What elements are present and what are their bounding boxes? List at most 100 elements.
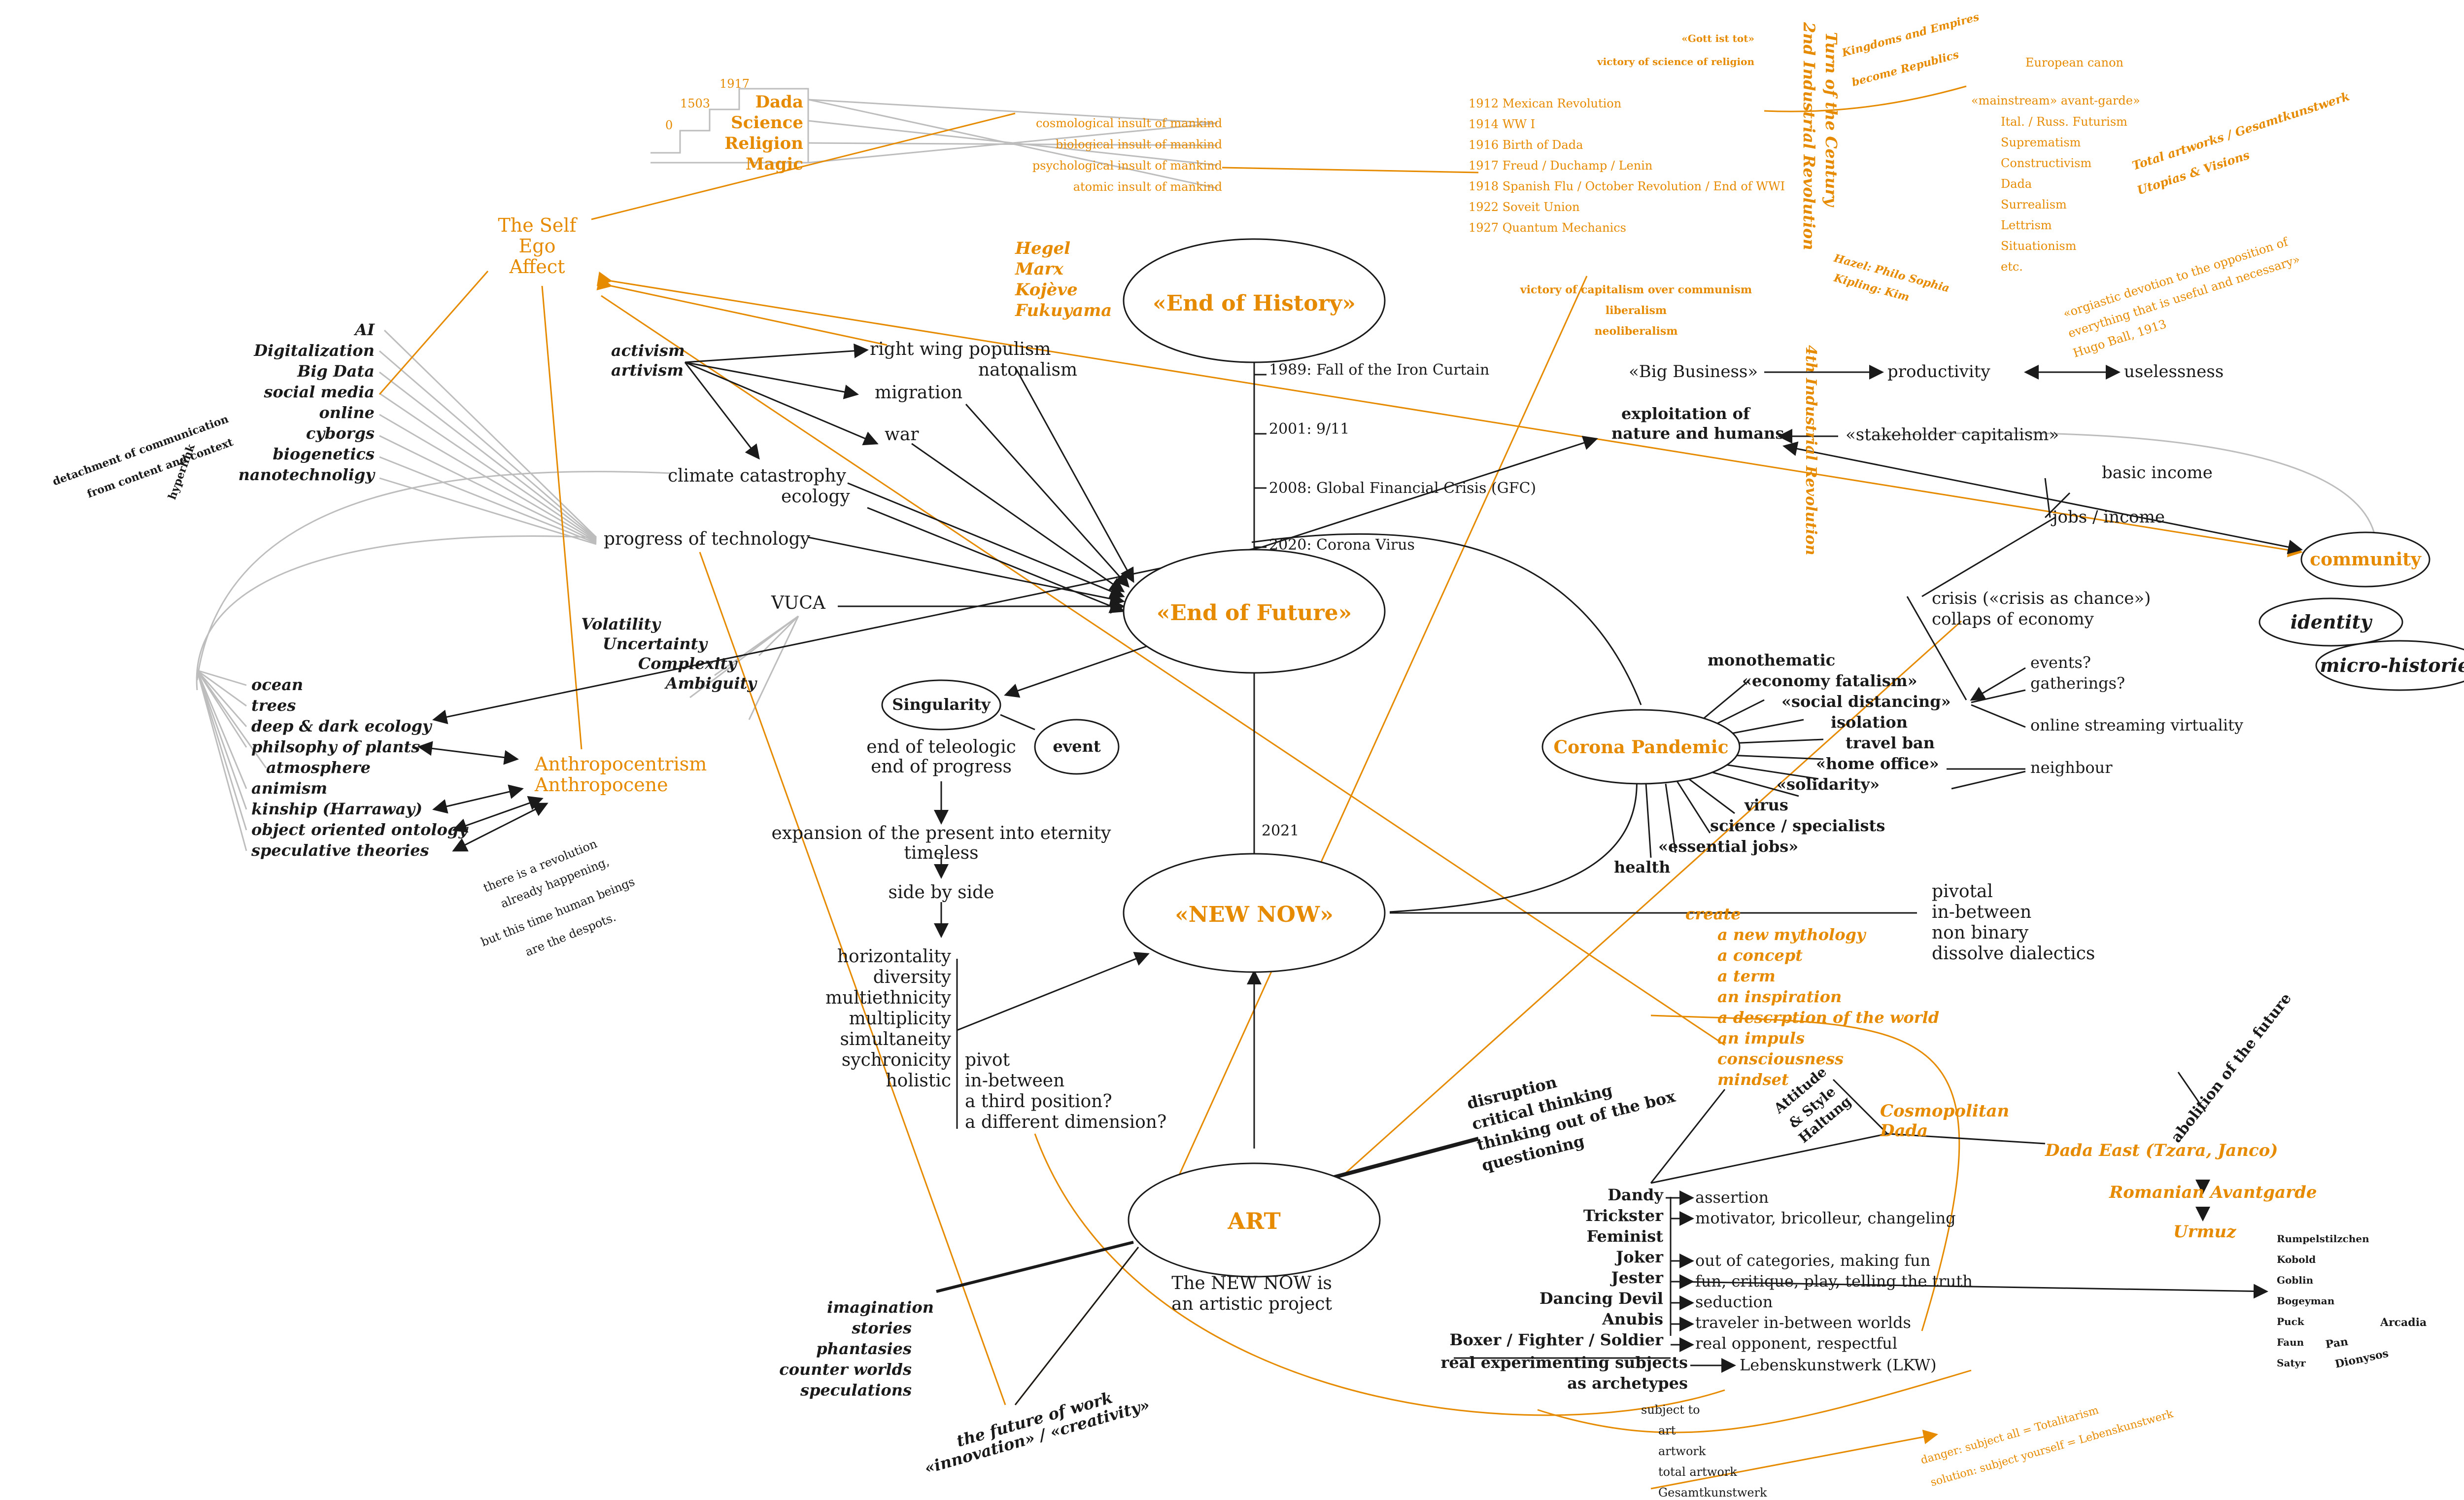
ecology-term: animism	[251, 779, 327, 798]
kingdoms-line: Kingdoms and Empires	[1840, 10, 1981, 60]
archetype-role: seduction	[1695, 1292, 1773, 1311]
dada-item: Romanian Avantgarde	[2109, 1183, 2317, 1202]
pivot-item: a different dimension?	[965, 1112, 1166, 1132]
capitalism-note: victory of capitalism over communism lib…	[1520, 283, 1752, 338]
gott-line: victory of science of religion	[1597, 56, 1754, 68]
pivotal-list: pivotal in-between non binary dissolve d…	[1932, 881, 2095, 964]
imagination-item: counter worlds	[779, 1360, 912, 1379]
create-item: create	[1685, 905, 1741, 923]
anthropo-cluster: Anthropocentrism Anthropocene	[534, 753, 707, 796]
year: 1917	[719, 77, 750, 91]
self-cluster: The Self Ego Affect	[498, 214, 578, 278]
arcadia-item: Arcadia	[2380, 1316, 2427, 1329]
micro-histories-label: micro-histories	[2320, 654, 2464, 676]
capitalism-line: liberalism	[1606, 304, 1667, 317]
chain-item: end of teleologic	[866, 737, 1016, 757]
big-business: «Big Business»	[1629, 362, 1758, 382]
archetype-role: motivator, bricolleur, changeling	[1695, 1209, 1956, 1227]
corona-outcome: neighbour	[2030, 758, 2113, 777]
gott-line: «Gott ist tot»	[1681, 33, 1754, 44]
vuca-word: Volatility	[581, 615, 661, 633]
spirit: Bogeyman	[2277, 1295, 2335, 1307]
ecology-term: deep & dark ecology	[251, 717, 433, 735]
horizontality-item: horizontality	[837, 946, 952, 967]
corona-outcomes: events? gatherings? online streaming vir…	[2030, 653, 2243, 777]
exploitation-line: nature and humans	[1611, 424, 1784, 443]
create-item: mindset	[1717, 1070, 1789, 1089]
tech-term: cyborgs	[306, 424, 375, 443]
year: 0	[665, 118, 673, 132]
turn-of-century: Turn of the Century 2nd Industrial Revol…	[1800, 22, 1841, 250]
tech-term: biogenetics	[273, 445, 375, 463]
activism-target: progress of technology	[604, 529, 811, 549]
dada-item: Dada East (Tzara, Janco)	[2045, 1141, 2278, 1160]
activism-target: ecology	[781, 487, 850, 507]
avantgarde-item: Dada	[2001, 177, 2032, 191]
subject-item: subject to	[1641, 1403, 1700, 1417]
ecology-term: speculative theories	[251, 841, 429, 860]
create-item: consciousness	[1717, 1049, 1844, 1068]
spirit: Puck	[2277, 1316, 2305, 1327]
spirit: Faun	[2277, 1336, 2304, 1348]
corona-term: «economy fatalism»	[1742, 671, 1917, 690]
archetype: Jester	[1609, 1268, 1664, 1287]
end-of-history-label: «End of History»	[1153, 291, 1356, 316]
ecology-term: ocean	[251, 675, 303, 694]
subject-item: art	[1658, 1424, 1676, 1437]
corona-term: isolation	[1831, 713, 1908, 732]
horizontality-item: sychronicity	[842, 1050, 952, 1070]
tech-term: Digitalization	[253, 341, 375, 360]
vuca-cluster: VUCA Volatility Uncertainty Complexity A…	[581, 593, 826, 693]
arcadia-item: Dionysos	[2334, 1347, 2390, 1370]
dada-chain: Cosmopolitan Dada Dada East (Tzara, Janc…	[1880, 1101, 2317, 1242]
revolution-item: 1914 WW I	[1469, 117, 1535, 131]
year: 1503	[680, 97, 710, 110]
community-label: community	[2310, 549, 2422, 570]
corona-term: virus	[1744, 796, 1788, 814]
archetype: as archetypes	[1567, 1374, 1688, 1393]
anthropo-item: Anthropocentrism	[534, 753, 707, 775]
chain-item: end of progress	[871, 757, 1012, 777]
pivotal-item: dissolve dialectics	[1932, 943, 2095, 964]
corona-term: «essential jobs»	[1658, 837, 1798, 856]
archetype: Dandy	[1608, 1186, 1664, 1204]
spirits-list: Rumpelstilzchen Kobold Goblin Bogeyman P…	[2277, 1233, 2369, 1369]
thinker: Hegel	[1015, 239, 1070, 258]
end-of-history-node: «End of History»	[1123, 238, 1386, 363]
self-item: The Self	[498, 214, 578, 236]
identity-node: identity	[2259, 597, 2403, 647]
imagination-list: imagination stories phantasies counter w…	[779, 1298, 934, 1399]
horizontality-list: horizontality diversity multiethnicity m…	[825, 946, 952, 1091]
tech-term: Big Data	[297, 362, 375, 381]
archetypes-list: Dandy Trickster Feminist Joker Jester Da…	[1440, 1186, 1688, 1393]
tech-terms-list: AI Digitalization Big Data social media …	[239, 320, 376, 484]
pivot-item: in-between	[965, 1071, 1064, 1091]
stack-item: Religion	[724, 134, 803, 153]
stack-item: Dada	[755, 92, 803, 112]
pivot-item: a third position?	[965, 1091, 1112, 1112]
subject-item: artwork	[1658, 1444, 1706, 1458]
create-item: an impuls	[1717, 1029, 1805, 1047]
corona-terms: monothematic «economy fatalism» «social …	[1614, 651, 1951, 876]
avantgarde-item: etc.	[2001, 260, 2023, 274]
stakeholder: «stakeholder capitalism»	[1846, 425, 2059, 445]
horizontality-item: multiplicity	[849, 1009, 952, 1029]
year-2021: 2021	[1262, 822, 1299, 839]
corona-term: science / specialists	[1710, 816, 1885, 835]
thinkers-list: Hegel Marx Kojève Fukuyama	[1015, 239, 1112, 320]
avantgarde-item: Lettrism	[2001, 218, 2052, 232]
avantgarde-item: Ital. / Russ. Futurism	[2001, 115, 2127, 129]
tech-term: online	[319, 403, 375, 422]
anthropo-item: Anthropocene	[534, 774, 668, 796]
archetype-roles: assertion motivator, bricolleur, changel…	[1695, 1188, 1973, 1374]
imagination-item: phantasies	[816, 1339, 912, 1358]
arcadia-note: Arcadia Pan Dionysos	[2325, 1316, 2427, 1371]
dada-item: Urmuz	[2173, 1222, 2236, 1242]
jobs-income: jobs / income	[2051, 507, 2165, 527]
micro-histories-node: micro-histories	[2315, 640, 2464, 691]
archetype-role: Lebenskunstwerk (LKW)	[1740, 1356, 1937, 1374]
corona-outcome: gatherings?	[2030, 674, 2125, 693]
history-event: 1989: Fall of the Iron Curtain	[1269, 361, 1489, 379]
ecology-term: kinship (Harraway)	[251, 800, 422, 818]
